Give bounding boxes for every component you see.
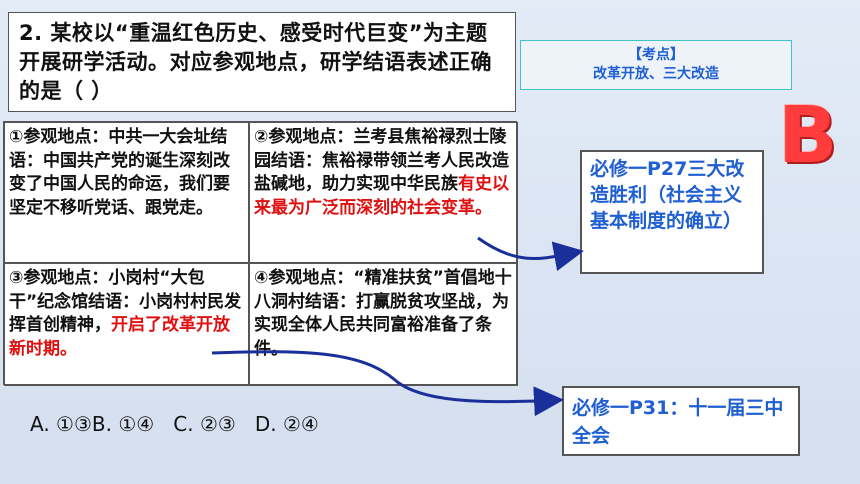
item-4: ④参观地点：“精准扶贫”首倡地十八洞村结语：打赢脱贫攻坚战，为实现全体人民共同富… [249,263,518,386]
answer-letter: B [778,91,838,181]
question-box: 2. 某校以“重温红色历史、感受时代巨变”为主题开展研学活动。对应参观地点，研学… [8,12,516,112]
item-3-highlight: 开启了改革开放新时期。 [9,315,230,359]
question-number: 2. [19,21,43,45]
item-2: ②参观地点：兰考县焦裕禄烈士陵园结语：焦裕禄带领兰考人民改造盐碱地，助力实现中华… [249,122,518,263]
kaodian-content: 改革开放、三大改造 [593,66,719,82]
item-3: ③参观地点：小岗村“大包干”纪念馆结语：小岗村村民发挥首创精神，开启了改革开放新… [4,263,249,386]
item-1: ①参观地点：中共一大会址结语：中国共产党的诞生深刻改变了中国人民的命运，我们要坚… [4,122,249,263]
note-2-text: 必修一P31：十一届三中全会 [572,397,784,447]
note-1-text: 必修一P27三大改造胜利（社会主义基本制度的确立） [590,158,745,232]
item-1-text: ①参观地点：中共一大会址结语：中国共产党的诞生深刻改变了中国人民的命运，我们要坚… [9,127,230,218]
question-text: 某校以“重温红色历史、感受时代巨变”为主题开展研学活动。对应参观地点，研学结语表… [19,21,492,103]
item-4-text: ④参观地点：“精准扶贫”首倡地十八洞村结语：打赢脱贫攻坚战，为实现全体人民共同富… [254,268,512,359]
items-grid: ①参观地点：中共一大会址结语：中国共产党的诞生深刻改变了中国人民的命运，我们要坚… [3,121,518,386]
item-3-text: ③参观地点：小岗村“大包干”纪念馆结语：小岗村村民发挥首创精神， [9,268,242,335]
kaodian-title: 【考点】 [628,47,684,63]
item-2-text: ②参观地点：兰考县焦裕禄烈士陵园结语：焦裕禄带领兰考人民改造盐碱地，助力实现中华… [254,127,509,194]
note-third-plenum: 必修一P31：十一届三中全会 [562,386,800,456]
answer-options: A. ①③B. ①④ C. ②③ D. ②④ [30,412,319,436]
item-2-highlight: 有史以来最为广泛而深刻的社会变革。 [254,174,509,218]
note-three-transformations: 必修一P27三大改造胜利（社会主义基本制度的确立） [580,150,764,274]
kaodian-box: 【考点】 改革开放、三大改造 [520,40,792,90]
